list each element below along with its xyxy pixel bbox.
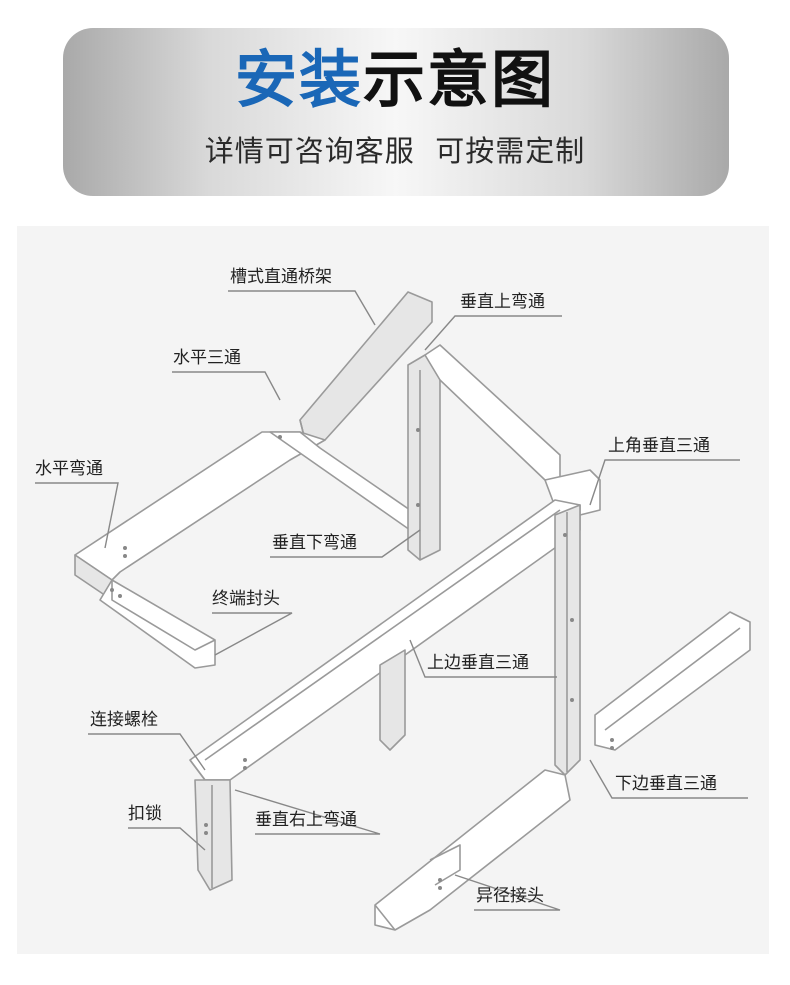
- label-buckle-lock: 扣锁: [128, 804, 162, 824]
- page-subtitle: 详情可咨询客服 可按需定制: [204, 134, 586, 168]
- connector-bolt-holes: [110, 428, 614, 890]
- label-corner-vertical-tee: 上角垂直三通: [608, 436, 710, 456]
- label-connector-bolt: 连接螺栓: [90, 710, 158, 730]
- label-vertical-down-bend: 垂直下弯通: [272, 533, 357, 553]
- label-reducer-joint: 异径接头: [476, 886, 544, 906]
- leader-lines: [35, 290, 748, 911]
- page-title: 安装示意图: [0, 40, 790, 120]
- title-accent: 安装: [234, 43, 363, 116]
- header-banner: [63, 28, 729, 196]
- label-bottom-edge-vertical-tee: 下边垂直三通: [615, 774, 717, 794]
- label-straight-tray: 槽式直通桥架: [230, 267, 332, 287]
- label-top-edge-vertical-tee: 上边垂直三通: [427, 653, 529, 673]
- upper-tray-structure: [74, 291, 601, 669]
- label-end-cap: 终端封头: [212, 589, 280, 609]
- label-horizontal-tee: 水平三通: [173, 348, 241, 368]
- title-rest: 示意图: [363, 43, 556, 116]
- label-horizontal-bend: 水平弯通: [35, 459, 103, 479]
- label-vertical-up-bend: 垂直上弯通: [460, 292, 545, 312]
- lower-tray-run: [374, 611, 751, 931]
- middle-tray-run: [189, 499, 581, 891]
- label-vertical-right-up-bend: 垂直右上弯通: [255, 810, 357, 830]
